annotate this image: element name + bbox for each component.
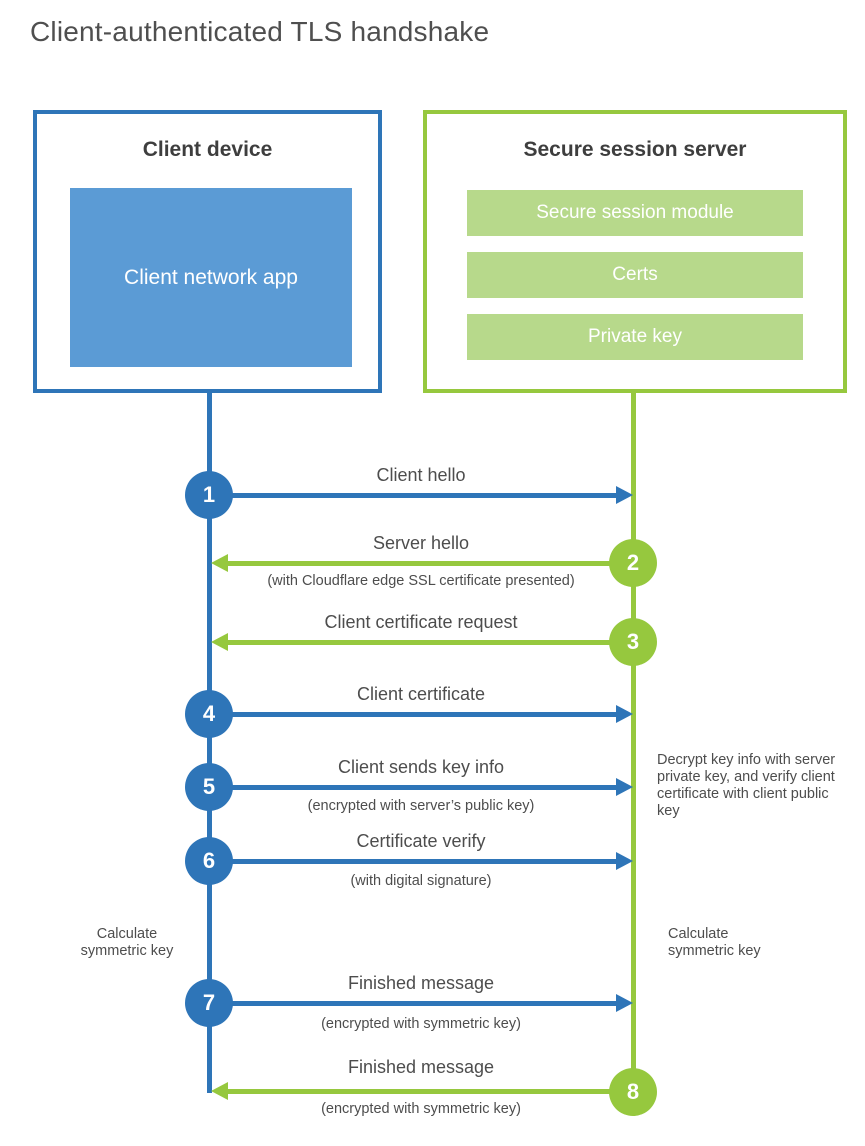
step-4-badge: 4 — [185, 690, 233, 738]
step-8-badge: 8 — [609, 1068, 657, 1116]
step-1-arrow — [211, 493, 618, 498]
step-7-subtext: (encrypted with symmetric key) — [321, 1016, 521, 1032]
step-3-arrowhead-icon — [211, 633, 228, 651]
step-2-badge: 2 — [609, 539, 657, 587]
decrypt-note: Decrypt key info with server private key… — [657, 752, 836, 819]
step-2-subtext: (with Cloudflare edge SSL certificate pr… — [267, 573, 575, 589]
step-4-arrow — [211, 712, 618, 717]
server-lifeline — [631, 393, 636, 1092]
step-3-label: Client certificate request — [324, 612, 518, 632]
step-4-arrowhead-icon — [616, 705, 633, 723]
step-8-arrowhead-icon — [211, 1082, 228, 1100]
step-2-arrowhead-icon — [211, 554, 228, 572]
step-5-label: Client sends key info — [337, 757, 505, 777]
step-6-subtext: (with digital signature) — [350, 873, 492, 889]
page-title: Client-authenticated TLS handshake — [30, 16, 490, 47]
server-box-title: Secure session server — [523, 138, 747, 161]
client-network-app-label: Client network app — [124, 265, 298, 289]
certs-bar: Certs — [467, 252, 803, 298]
step-7-arrow — [211, 1001, 618, 1006]
client-device-title: Client device — [142, 138, 273, 161]
step-4-label: Client certificate — [356, 684, 486, 704]
step-3-badge: 3 — [609, 618, 657, 666]
step-5-badge: 5 — [185, 763, 233, 811]
step-8-arrow — [225, 1089, 633, 1094]
client-device-box: Client device Client network app — [33, 110, 382, 393]
step-8-label: Finished message — [347, 1057, 495, 1077]
step-6-arrowhead-icon — [616, 852, 633, 870]
calc-symmetric-key-right-note: Calculate symmetric key — [668, 926, 761, 959]
step-6-badge: 6 — [185, 837, 233, 885]
step-1-label: Client hello — [376, 465, 466, 485]
step-2-label: Server hello — [372, 533, 470, 553]
client-lifeline — [207, 393, 212, 1093]
step-5-arrowhead-icon — [616, 778, 633, 796]
step-7-badge: 7 — [185, 979, 233, 1027]
secure-session-server-box: Secure session server Secure session mod… — [423, 110, 847, 393]
step-5-arrow — [211, 785, 618, 790]
step-7-label: Finished message — [347, 973, 495, 993]
step-3-arrow — [225, 640, 633, 645]
secure-session-module-bar: Secure session module — [467, 190, 803, 236]
calc-symmetric-key-left-note: Calculate symmetric key — [80, 926, 174, 959]
step-5-subtext: (encrypted with server’s public key) — [307, 798, 535, 814]
step-8-subtext: (encrypted with symmetric key) — [321, 1101, 521, 1117]
private-key-bar: Private key — [467, 314, 803, 360]
step-6-arrow — [211, 859, 618, 864]
step-6-label: Certificate verify — [356, 831, 486, 851]
client-network-app-block: Client network app — [70, 188, 352, 367]
step-1-arrowhead-icon — [616, 486, 633, 504]
step-1-badge: 1 — [185, 471, 233, 519]
step-7-arrowhead-icon — [616, 994, 633, 1012]
step-2-arrow — [225, 561, 633, 566]
